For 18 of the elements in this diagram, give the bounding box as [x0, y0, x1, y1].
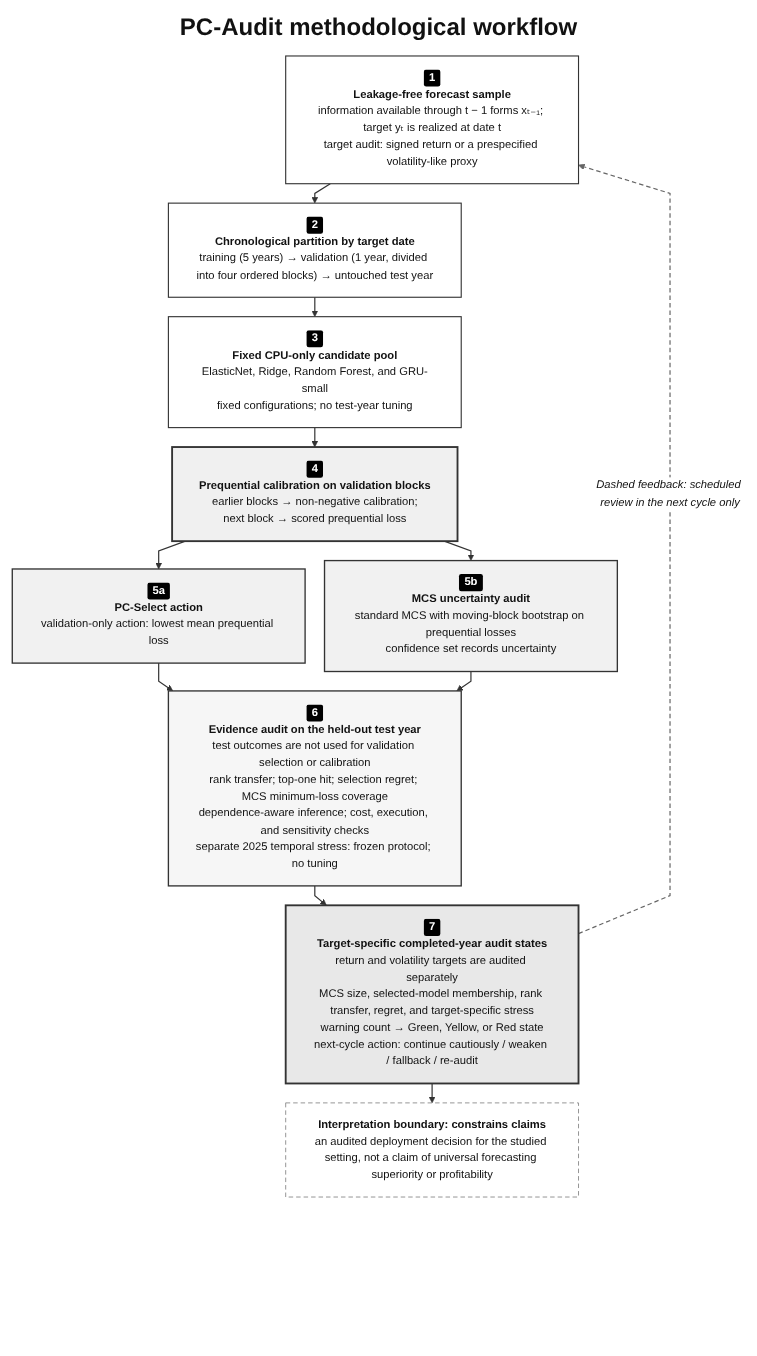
arrow — [456, 670, 472, 692]
node-box: 4 Prequential calibration on validation blocks earlier blocks → non-negative calibration; next block → scored prequential loss — [171, 446, 459, 543]
diagram-title: PC-Audit methodological workflow — [178, 14, 579, 42]
arrow — [311, 183, 331, 204]
node-box: Interpretation boundary: constrains claims an audited deployment decision for the studied setting, not a claim of universal forecasting superiority or profitability — [285, 1102, 579, 1198]
node-box: 5b MCS uncertainty audit standard MCS with moving-block bootstrap on prequential losses confidence set records uncertainty — [323, 559, 618, 673]
node-box: 6 Evidence audit on the held-out test year test outcomes are not used for validation selection or calibration rank transfer; top-one hit; selection regret; MCS minimum-loss coverage dependence-aware inference; cost, execution, and sensitivity checks separate 2025 temporal stress: frozen protocol; no tuning — [167, 690, 462, 887]
node-box: 7 Target-specific completed-year audit states return and volatility targets are audited separately MCS size, selected-model membership, rank transfer, regret, and target-specific stress warning count → Green, Yellow, or Red state next-cycle action: continue cautiously / weaken / fallback / re-audit — [284, 904, 580, 1085]
edge-label: Dashed feedback: scheduled review in the next cycle only — [596, 478, 741, 509]
node-box: 2 Chronological partition by target date training (5 years) → validation (1 year, divided into four ordered blocks) → untouched test year — [167, 202, 462, 298]
arrow — [311, 427, 319, 448]
arrow — [311, 296, 319, 317]
node-box: 5a PC-Select action validation-only action: lowest mean prequential loss — [11, 568, 306, 664]
arrow — [314, 885, 327, 906]
node-box: 1 Leakage-free forecast sample information available through t − 1 forms xₜ₋₁; target yₜ is realized at date t target audit: signed return or a prespecified volatility-like proxy — [285, 55, 580, 185]
node-box: 3 Fixed CPU-only candidate pool ElasticNet, Ridge, Random Forest, and GRU-small fixed configurations; no test-year tuning — [167, 316, 462, 429]
arrow — [428, 1082, 436, 1104]
arrow — [158, 662, 174, 692]
